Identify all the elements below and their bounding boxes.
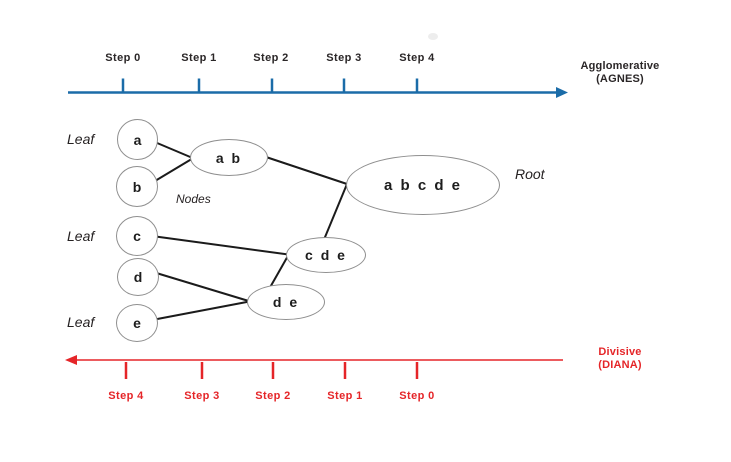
agnes-step-label-2: Step 2: [253, 52, 289, 64]
diana-step-label-0: Step 4: [108, 390, 144, 402]
edge-b-ab: [149, 156, 196, 185]
edge-abcde-cde: [322, 183, 348, 243]
diana-step-label-4: Step 0: [399, 390, 435, 402]
diana-caption-line2: (DIANA): [598, 359, 642, 371]
leaf-label-row-e: Leaf: [67, 314, 95, 330]
cluster-node-c: c: [116, 216, 158, 256]
cluster-node-abcde: a b c d e: [346, 155, 500, 215]
diana-step-label-2: Step 2: [255, 390, 291, 402]
agnes-step-label-0: Step 0: [105, 52, 141, 64]
cluster-node-b: b: [116, 166, 158, 207]
agnes-caption: Agglomerative (AGNES): [555, 60, 685, 86]
agnes-caption-line2: (AGNES): [596, 73, 644, 85]
leaf-label-row-c: Leaf: [67, 228, 95, 244]
agnes-arrowhead-icon: [556, 87, 568, 98]
nodes-label: Nodes: [176, 192, 211, 206]
diana-arrowhead-icon: [65, 355, 77, 365]
cluster-node-e: e: [116, 304, 158, 342]
cluster-node-de: d e: [247, 284, 325, 320]
leaf-label-row-a: Leaf: [67, 131, 95, 147]
root-label: Root: [515, 166, 545, 182]
diana-step-label-1: Step 3: [184, 390, 220, 402]
agnes-step-label-4: Step 4: [399, 52, 435, 64]
edge-d-de: [152, 271, 253, 303]
agnes-caption-line1: Agglomerative: [580, 60, 660, 72]
edge-c-cde: [151, 235, 293, 256]
agnes-step-label-1: Step 1: [181, 52, 217, 64]
faint-artifact-mark: [428, 33, 438, 40]
agnes-step-label-3: Step 3: [326, 52, 362, 64]
cluster-node-ab: a b: [190, 139, 268, 176]
edge-ab-abcde: [262, 155, 351, 186]
diana-caption-line1: Divisive: [598, 346, 642, 358]
diana-step-label-3: Step 1: [327, 390, 363, 402]
edge-e-de: [151, 300, 253, 321]
cluster-node-cde: c d e: [286, 237, 366, 273]
diana-caption: Divisive (DIANA): [555, 346, 685, 372]
cluster-node-a: a: [117, 119, 158, 160]
cluster-node-d: d: [117, 258, 159, 296]
